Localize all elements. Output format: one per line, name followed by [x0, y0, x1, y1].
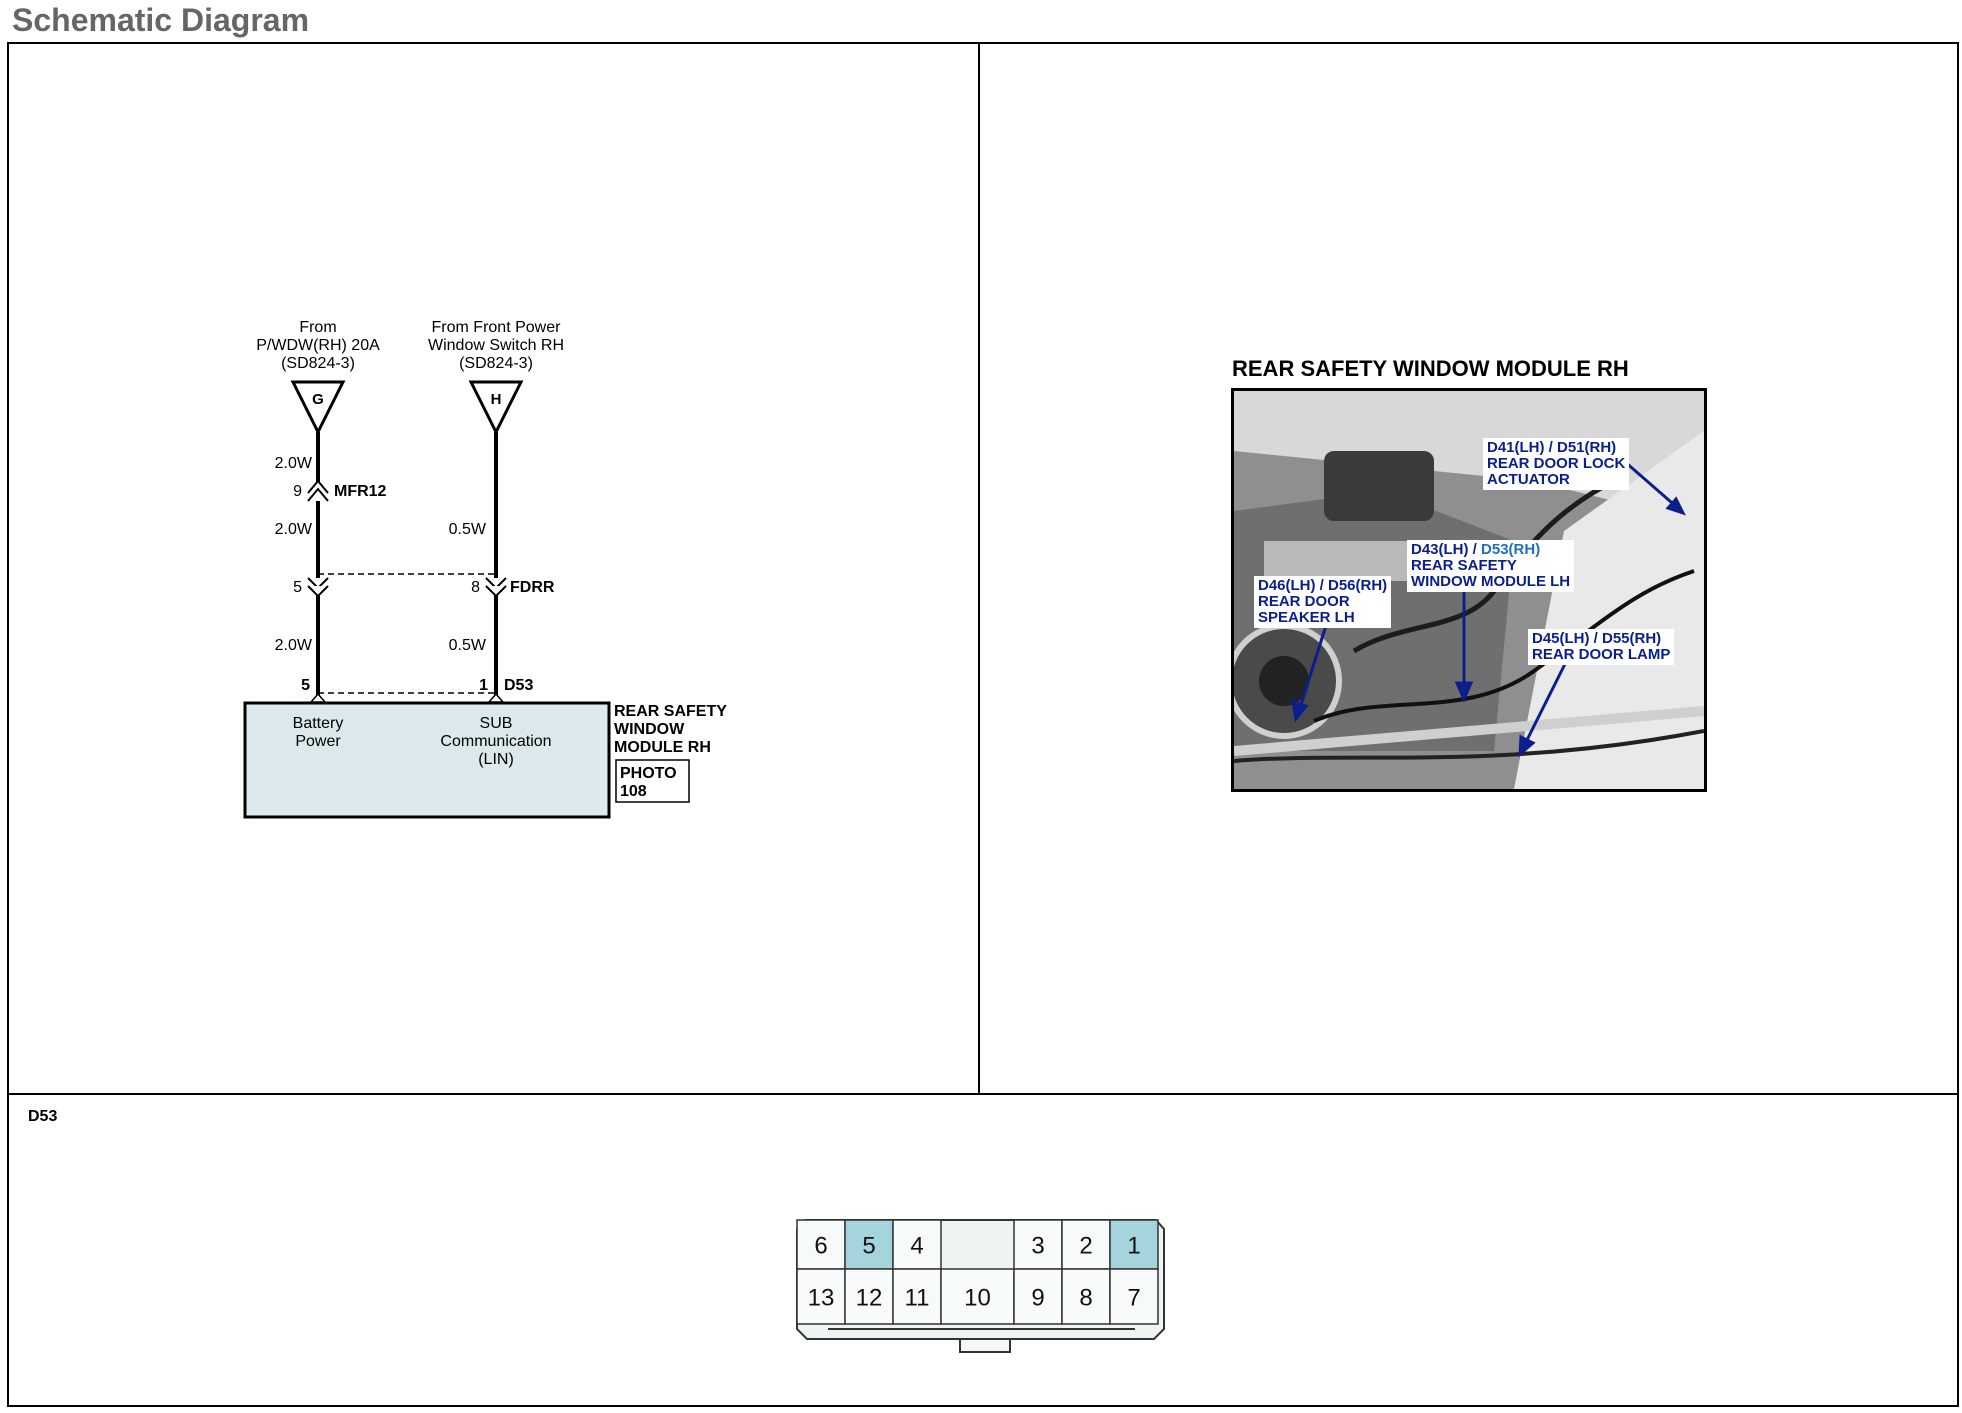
- pin-label-7: 7: [1127, 1285, 1140, 1312]
- callout-lamp-line2: REAR DOOR LAMP: [1532, 646, 1671, 663]
- callout-lock-line3: ACTUATOR: [1487, 471, 1570, 488]
- module-sub-label-2: Communication: [440, 733, 551, 750]
- module-pin-g: 5: [301, 677, 310, 694]
- mfr12-pin: 9: [293, 483, 302, 500]
- pin-cell-3: [1013, 1219, 1063, 1270]
- photo-title: REAR SAFETY WINDOW MODULE RH: [1232, 356, 1629, 381]
- pin-cell-10: [940, 1268, 1015, 1325]
- pin-label-6: 6: [814, 1233, 827, 1260]
- wire-h-gauge-bottom: 0.5W: [449, 637, 487, 654]
- pin-cell-9: [1013, 1268, 1063, 1325]
- callout-lock-line2: REAR DOOR LOCK: [1487, 455, 1626, 472]
- callout-lock-actuator: D41(LH) / D51(RH) REAR DOOR LOCK ACTUATO…: [1483, 438, 1630, 490]
- module-pin-g-terminal: [309, 692, 327, 703]
- callout-speaker: D46(LH) / D56(RH) REAR DOOR SPEAKER LH: [1254, 576, 1392, 628]
- pin-label-3: 3: [1031, 1233, 1044, 1260]
- source-h-line2: Window Switch RH: [428, 337, 564, 354]
- pin-label-9: 9: [1031, 1285, 1044, 1312]
- pin-cell-5: [844, 1219, 894, 1270]
- pin-label-10: 10: [964, 1285, 991, 1312]
- fdrr-pin-g: 5: [293, 579, 302, 596]
- wire-g-gauge-bottom: 2.0W: [275, 637, 313, 654]
- module-sub-label-1: SUB: [480, 715, 513, 732]
- pin-label-11: 11: [905, 1285, 930, 1312]
- callout-window-prefix: D43(LH) /: [1411, 541, 1482, 558]
- module-pin-h-terminal: [487, 692, 505, 703]
- fdrr-label: FDRR: [510, 579, 555, 596]
- component-photo: D41(LH) / D51(RH) REAR DOOR LOCK ACTUATO…: [1231, 388, 1707, 792]
- photo-ref-box: [615, 759, 690, 803]
- pin-label-2: 2: [1079, 1233, 1092, 1260]
- mfr12-label: MFR12: [334, 483, 387, 500]
- wire-g-gauge-mid: 2.0W: [275, 521, 313, 538]
- pin-cell-12: [844, 1268, 894, 1325]
- vertical-divider: [978, 42, 980, 1095]
- pin-label-8: 8: [1079, 1285, 1092, 1312]
- wire-h-gauge-mid: 0.5W: [449, 521, 487, 538]
- callout-lock-line1: D41(LH) / D51(RH): [1487, 439, 1617, 456]
- callout-window-highlight: D53(RH): [1481, 541, 1541, 558]
- pin-cell-7: [1109, 1268, 1159, 1325]
- horizontal-divider: [7, 1093, 1959, 1095]
- pin-label-1: 1: [1127, 1233, 1140, 1260]
- callout-speaker-line3: SPEAKER LH: [1258, 609, 1355, 626]
- source-g-line3: (SD824-3): [281, 355, 355, 372]
- module-name-1: REAR SAFETY: [614, 703, 727, 720]
- source-h-line3: (SD824-3): [459, 355, 533, 372]
- wiring-schematic: From P/WDW(RH) 20A (SD824-3) From Front …: [243, 319, 727, 819]
- callout-door-lamp: D45(LH) / D55(RH) REAR DOOR LAMP: [1528, 629, 1675, 665]
- fdrr-pin-h: 8: [471, 579, 480, 596]
- source-h-line1: From Front Power: [432, 319, 562, 336]
- callout-window-line3: WINDOW MODULE LH: [1411, 573, 1571, 590]
- photo-ref-2: 108: [620, 783, 647, 800]
- source-g-triangle: [290, 380, 346, 436]
- source-g-symbol: G: [312, 391, 324, 408]
- pin-cell-13: [796, 1268, 846, 1325]
- pin-cell-11: [892, 1268, 942, 1325]
- mfr12-connector-symbol: [307, 479, 329, 502]
- module-battery-label-2: Power: [295, 733, 341, 750]
- fdrr-connector-symbol: [307, 577, 507, 598]
- connector-id: D53: [28, 1108, 58, 1125]
- pin-label-4: 4: [910, 1233, 923, 1260]
- callout-speaker-line1: D46(LH) / D56(RH): [1258, 577, 1388, 594]
- photo-ref-1: PHOTO: [620, 765, 677, 782]
- connector-face-view: 6 5 4 3 2 1 13 12 11 10 9 8 7: [796, 1219, 1165, 1353]
- module-box: [243, 701, 611, 819]
- callout-speaker-line2: REAR DOOR: [1258, 593, 1350, 610]
- source-h-symbol: H: [491, 391, 502, 408]
- diagram-frame: [7, 42, 1959, 1407]
- source-g-line1: From: [299, 319, 336, 336]
- page-title: Schematic Diagram: [12, 2, 310, 38]
- pin-cell-4: [892, 1219, 942, 1270]
- module-battery-label-1: Battery: [293, 715, 344, 732]
- pin-label-12: 12: [856, 1285, 883, 1312]
- pin-label-13: 13: [808, 1285, 835, 1312]
- callout-window-module: D43(LH) / D53(RH) REAR SAFETY WINDOW MOD…: [1407, 540, 1575, 592]
- pin-cell-6: [796, 1219, 846, 1270]
- callout-window-line2: REAR SAFETY: [1411, 557, 1517, 574]
- module-sub-label-3: (LIN): [478, 751, 514, 768]
- source-g-line2: P/WDW(RH) 20A: [256, 337, 380, 354]
- source-h-triangle: [468, 380, 524, 436]
- pin-label-5: 5: [862, 1233, 875, 1260]
- module-name-2: WINDOW: [614, 721, 685, 738]
- d53-label: D53: [504, 677, 533, 694]
- callout-lamp-line1: D45(LH) / D55(RH): [1532, 630, 1662, 647]
- module-pin-h: 1: [479, 677, 488, 694]
- wire-g-gauge-top: 2.0W: [275, 455, 313, 472]
- module-name-3: MODULE RH: [614, 739, 711, 756]
